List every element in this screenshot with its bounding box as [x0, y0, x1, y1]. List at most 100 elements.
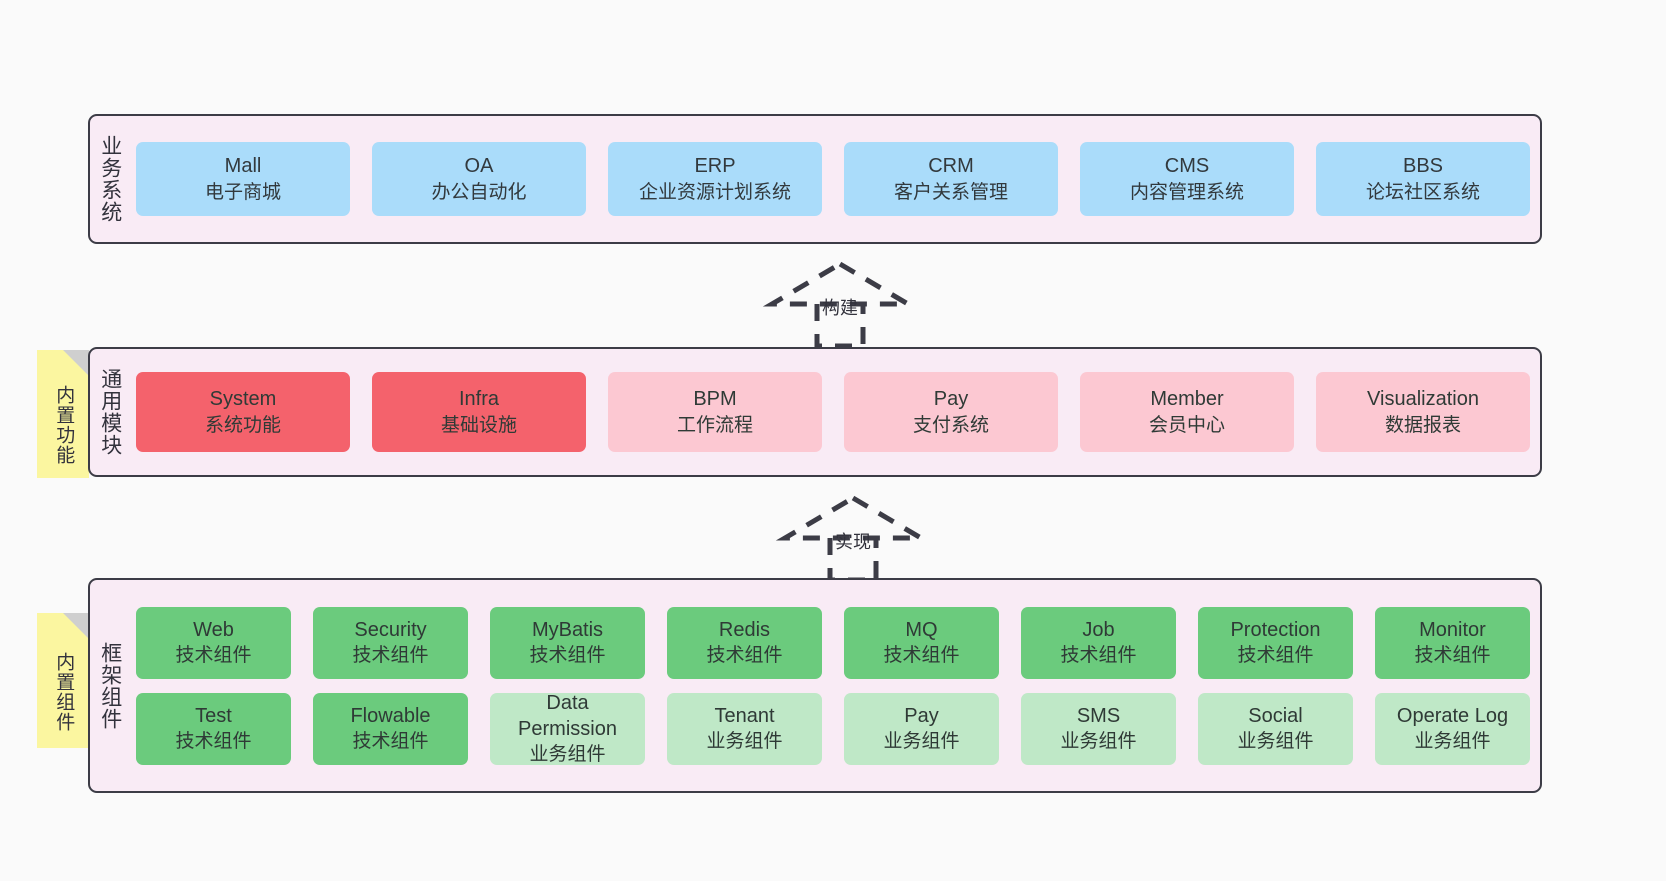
- node-member-en: Member: [1150, 388, 1224, 411]
- node-oa[interactable]: OA 办公自动化: [372, 142, 586, 216]
- connector-implement: 实现: [773, 492, 933, 582]
- node-data-permission-cn: 业务组件: [529, 744, 606, 766]
- node-operate-log-cn: 业务组件: [1414, 731, 1491, 753]
- node-bbs[interactable]: BBS 论坛社区系统: [1316, 142, 1530, 216]
- layer-body-business-systems: Mall 电子商城 OA 办公自动化 ERP 企业资源计划系统 CRM 客户关系…: [130, 116, 1540, 242]
- node-monitor[interactable]: Monitor 技术组件: [1375, 606, 1530, 679]
- node-bbs-en: BBS: [1402, 155, 1444, 178]
- node-pay-component-en: Pay: [904, 704, 939, 727]
- node-mq[interactable]: MQ 技术组件: [844, 606, 999, 679]
- node-security-cn: 技术组件: [352, 645, 429, 667]
- layer-common-modules: 通用模块 System 系统功能 Infra 基础设施 BPM 工作流程 Pay…: [88, 347, 1542, 477]
- node-system-cn: 系统功能: [204, 414, 281, 436]
- node-mall[interactable]: Mall 电子商城: [136, 142, 350, 216]
- node-mybatis-cn: 技术组件: [529, 645, 606, 667]
- node-crm-cn: 客户关系管理: [893, 181, 1008, 203]
- node-sms-cn: 业务组件: [1060, 731, 1137, 753]
- node-flowable[interactable]: Flowable 技术组件: [313, 692, 468, 765]
- node-job[interactable]: Job 技术组件: [1021, 606, 1176, 679]
- layer-body-common-modules: System 系统功能 Infra 基础设施 BPM 工作流程 Pay 支付系统…: [130, 349, 1540, 475]
- framework-biz-row: Test 技术组件 Flowable 技术组件 Data Permission …: [136, 691, 1530, 766]
- node-operate-log[interactable]: Operate Log 业务组件: [1375, 692, 1530, 765]
- node-oa-cn: 办公自动化: [431, 181, 527, 203]
- node-mybatis[interactable]: MyBatis 技术组件: [490, 606, 645, 679]
- node-pay-component[interactable]: Pay 业务组件: [844, 692, 999, 765]
- node-mq-en: MQ: [905, 618, 938, 641]
- common-modules-row: System 系统功能 Infra 基础设施 BPM 工作流程 Pay 支付系统…: [136, 372, 1530, 452]
- node-data-permission[interactable]: Data Permission 业务组件: [490, 691, 645, 766]
- node-pay-component-cn: 业务组件: [883, 731, 960, 753]
- node-protection[interactable]: Protection 技术组件: [1198, 606, 1353, 679]
- node-monitor-cn: 技术组件: [1414, 645, 1491, 667]
- node-bpm-cn: 工作流程: [676, 414, 753, 436]
- layer-title-business-systems: 业务系统: [98, 135, 122, 223]
- node-cms[interactable]: CMS 内容管理系统: [1080, 142, 1294, 216]
- dashed-generalization-arrow-icon: [775, 495, 931, 582]
- node-job-cn: 技术组件: [1060, 645, 1137, 667]
- node-security[interactable]: Security 技术组件: [313, 606, 468, 679]
- node-visualization[interactable]: Visualization 数据报表: [1316, 372, 1530, 452]
- node-security-en: Security: [354, 618, 427, 641]
- node-mq-cn: 技术组件: [883, 645, 960, 667]
- node-mall-en: Mall: [224, 155, 262, 178]
- node-monitor-en: Monitor: [1419, 618, 1486, 641]
- node-tenant[interactable]: Tenant 业务组件: [667, 692, 822, 765]
- node-social-cn: 业务组件: [1237, 731, 1314, 753]
- node-erp-en: ERP: [694, 155, 736, 178]
- node-protection-en: Protection: [1230, 618, 1321, 641]
- node-visualization-cn: 数据报表: [1384, 414, 1461, 436]
- node-crm[interactable]: CRM 客户关系管理: [844, 142, 1058, 216]
- node-flowable-cn: 技术组件: [352, 731, 429, 753]
- node-cms-en: CMS: [1164, 155, 1210, 178]
- layer-business-systems: 业务系统 Mall 电子商城 OA 办公自动化 ERP 企业资源计划系统 CRM…: [88, 114, 1542, 244]
- node-erp[interactable]: ERP 企业资源计划系统: [608, 142, 822, 216]
- node-web-en: Web: [193, 618, 234, 641]
- node-infra[interactable]: Infra 基础设施: [372, 372, 586, 452]
- node-pay-module-en: Pay: [933, 388, 969, 411]
- sticky-note-builtin-features: 内置功能: [37, 350, 89, 478]
- node-member-cn: 会员中心: [1148, 414, 1225, 436]
- node-bpm[interactable]: BPM 工作流程: [608, 372, 822, 452]
- node-operate-log-en: Operate Log: [1396, 704, 1509, 727]
- node-test-en: Test: [195, 704, 232, 727]
- node-oa-en: OA: [464, 155, 494, 178]
- node-pay-module[interactable]: Pay 支付系统: [844, 372, 1058, 452]
- node-data-permission-en: Data Permission: [518, 691, 617, 740]
- layer-framework-components: 框架组件 Web 技术组件 Security 技术组件 MyBatis 技术组件…: [88, 578, 1542, 793]
- node-sms-en: SMS: [1076, 704, 1121, 727]
- node-tenant-en: Tenant: [714, 704, 775, 727]
- layer-body-framework-components: Web 技术组件 Security 技术组件 MyBatis 技术组件 Redi…: [130, 580, 1540, 791]
- node-visualization-en: Visualization: [1367, 388, 1479, 411]
- node-mybatis-en: MyBatis: [531, 618, 604, 641]
- business-systems-row: Mall 电子商城 OA 办公自动化 ERP 企业资源计划系统 CRM 客户关系…: [136, 142, 1530, 216]
- node-bpm-en: BPM: [693, 388, 737, 411]
- node-cms-cn: 内容管理系统: [1129, 181, 1244, 203]
- node-system-en: System: [209, 388, 277, 411]
- layer-title-common-modules: 通用模块: [98, 368, 122, 456]
- node-mall-cn: 电子商城: [204, 181, 281, 203]
- sticky-note-builtin-features-label: 内置功能: [53, 385, 75, 465]
- node-redis-cn: 技术组件: [706, 645, 783, 667]
- node-erp-cn: 企业资源计划系统: [638, 181, 791, 203]
- node-redis[interactable]: Redis 技术组件: [667, 606, 822, 679]
- node-web[interactable]: Web 技术组件: [136, 606, 291, 679]
- sticky-note-builtin-components: 内置组件: [37, 613, 89, 748]
- dashed-generalization-arrow-icon: [762, 261, 918, 348]
- connector-build: 构建: [760, 258, 920, 348]
- node-infra-en: Infra: [458, 388, 500, 411]
- node-redis-en: Redis: [718, 618, 771, 641]
- node-social[interactable]: Social 业务组件: [1198, 692, 1353, 765]
- node-crm-en: CRM: [928, 155, 974, 178]
- node-sms[interactable]: SMS 业务组件: [1021, 692, 1176, 765]
- node-pay-module-cn: 支付系统: [912, 414, 989, 436]
- node-bbs-cn: 论坛社区系统: [1365, 181, 1480, 203]
- node-member[interactable]: Member 会员中心: [1080, 372, 1294, 452]
- sticky-note-builtin-components-label: 内置组件: [53, 651, 75, 732]
- layer-title-framework-components: 框架组件: [98, 641, 122, 730]
- node-test-cn: 技术组件: [175, 731, 252, 753]
- node-job-en: Job: [1082, 618, 1115, 641]
- node-flowable-en: Flowable: [350, 704, 431, 727]
- node-system[interactable]: System 系统功能: [136, 372, 350, 452]
- node-test[interactable]: Test 技术组件: [136, 692, 291, 765]
